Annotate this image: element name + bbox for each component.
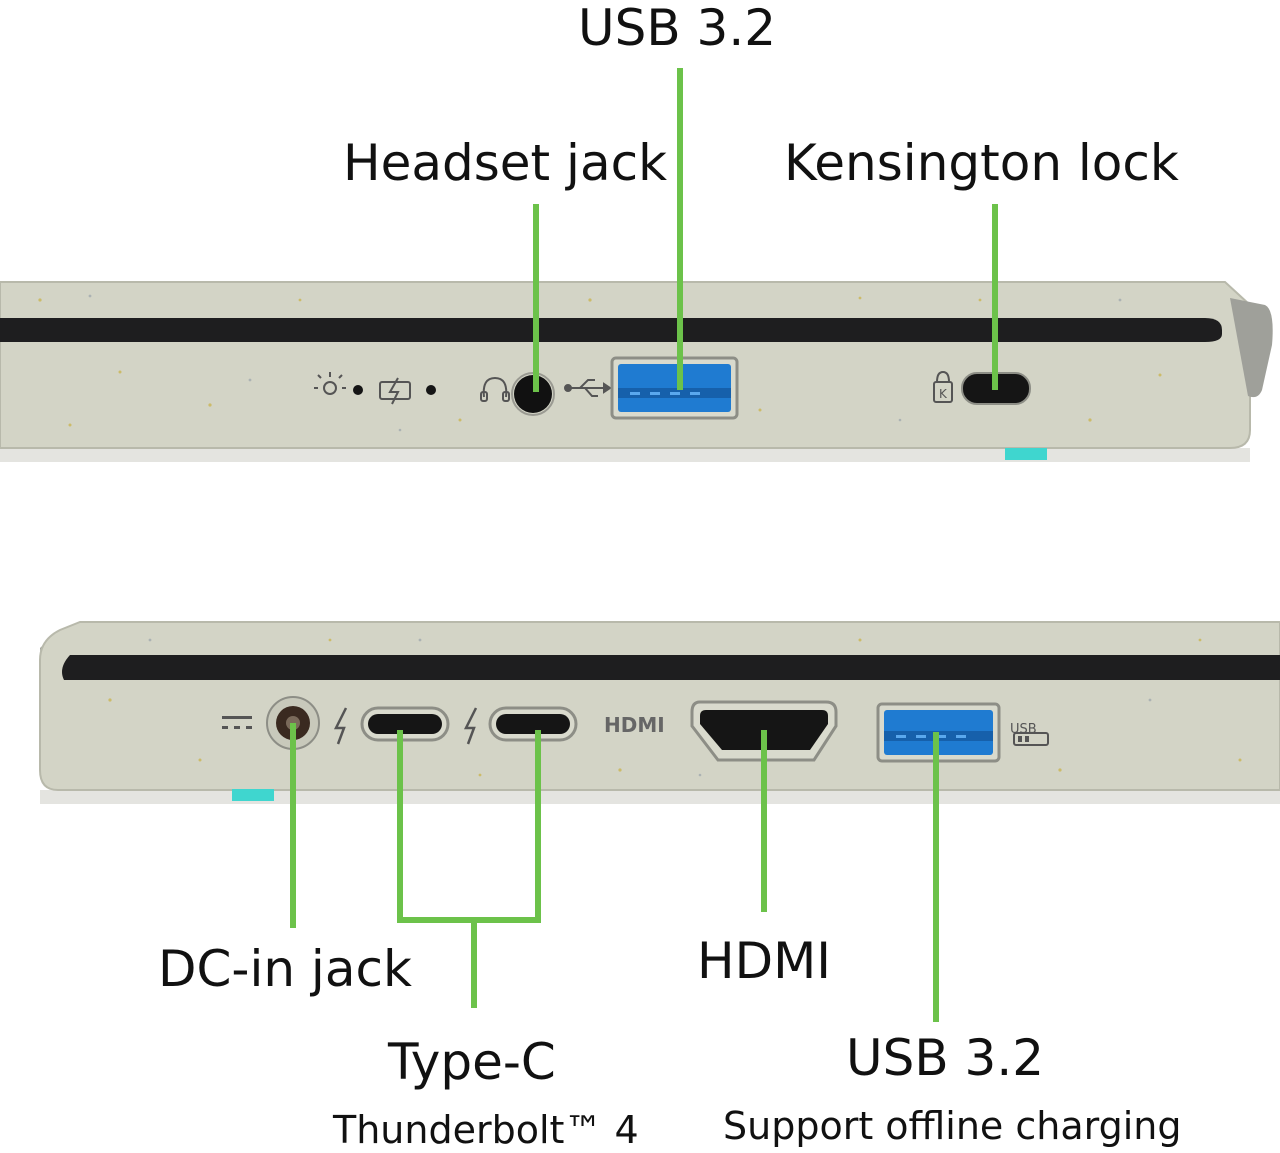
hinge xyxy=(1230,298,1273,398)
usb-top-label: USB 3.2 xyxy=(578,0,777,57)
svg-text:K: K xyxy=(939,387,948,401)
hdmi-label: HDMI xyxy=(697,932,831,990)
type-c-port-2 xyxy=(488,706,578,742)
thunderbolt-icon-2 xyxy=(463,707,478,745)
right-side-view: K xyxy=(0,68,1273,462)
dc-in-jack-label: DC-in jack xyxy=(158,940,412,998)
power-light-icon xyxy=(314,372,346,395)
power-led xyxy=(353,385,363,395)
usb-bottom-label: USB 3.2 xyxy=(846,1029,1045,1087)
type-c-port-1 xyxy=(360,706,450,742)
dc-power-icon xyxy=(222,716,252,729)
thunderbolt-sublabel: Thunderbolt™ 4 xyxy=(333,1108,639,1152)
lid-bezel xyxy=(0,318,1222,342)
kensington-icon: K xyxy=(933,370,953,403)
headset-jack-port xyxy=(514,375,552,413)
chassis-body-2 xyxy=(39,621,1280,791)
teal-foot xyxy=(1005,448,1047,460)
usb-a-port-top xyxy=(610,356,739,420)
chassis-shadow-2 xyxy=(40,790,1280,804)
kensington-lock-label: Kensington lock xyxy=(784,134,1179,192)
teal-foot-2 xyxy=(232,789,274,801)
usb-charge-icon: USB xyxy=(1010,722,1049,746)
type-c-label: Type-C xyxy=(388,1033,556,1091)
usb-icon xyxy=(564,379,612,397)
lid-bezel-2 xyxy=(62,655,1280,680)
chassis-shadow xyxy=(0,448,1250,462)
battery-led xyxy=(426,385,436,395)
leader-lines-bottom xyxy=(290,723,939,1022)
thunderbolt-icon xyxy=(333,707,348,745)
headset-jack-label: Headset jack xyxy=(343,134,668,192)
leader-lines-top xyxy=(533,68,998,392)
left-side-view: HDMI USB xyxy=(39,621,1280,1022)
hdmi-port-text: HDMI xyxy=(604,713,665,737)
battery-charge-icon xyxy=(379,377,411,405)
offline-charging-sublabel: Support offline charging xyxy=(723,1104,1182,1148)
headset-icon xyxy=(480,376,510,402)
